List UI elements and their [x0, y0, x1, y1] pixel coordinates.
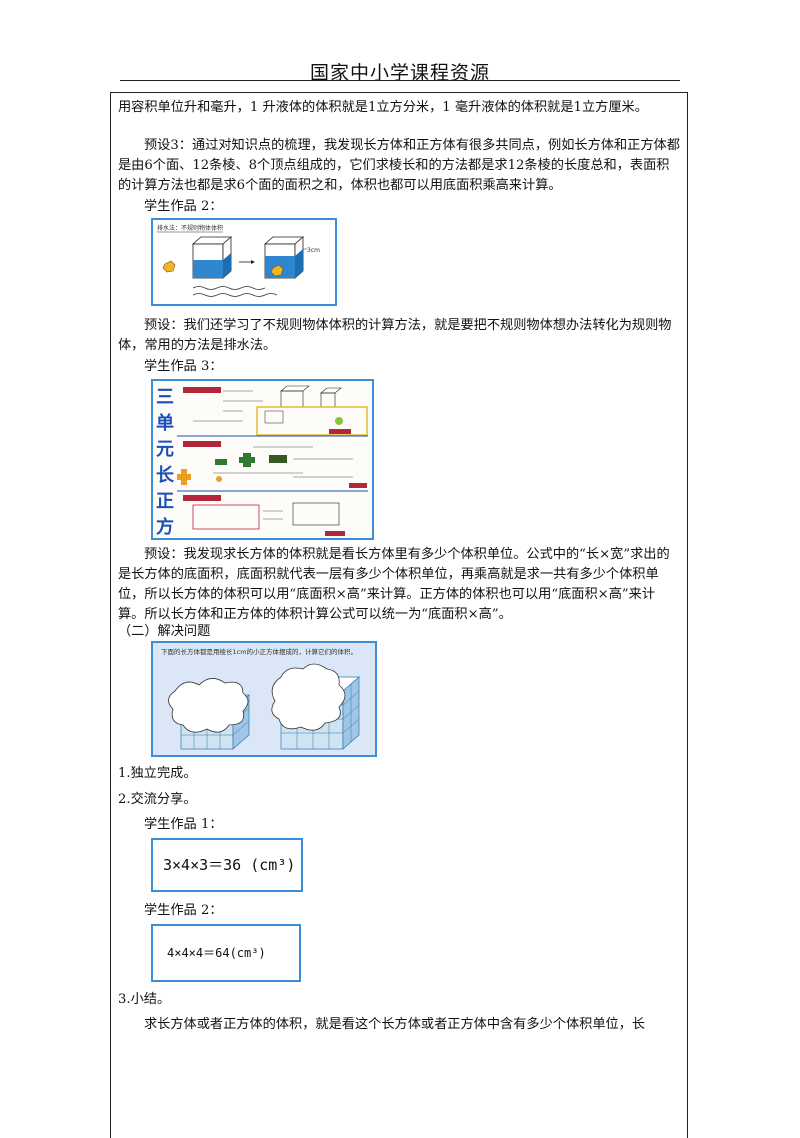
height-note: 3cm [307, 247, 320, 254]
paragraph-volume-units: 用容积单位升和毫升，1 升液体的体积就是1立方分米，1 毫升液体的体积就是1立方… [118, 100, 648, 115]
problem-text: 下面的长方体都是用棱长1cm的小正方体摆成的，计算它们的体积。 [161, 648, 358, 656]
figure-displacement: 排水法：不规则物体体积 3cm [151, 218, 337, 306]
work2-formula: 4×4×4＝64(cm³) [167, 946, 266, 960]
svg-text:元: 元 [156, 439, 174, 460]
step-summary: 3.小结。 [118, 992, 171, 1007]
svg-text:三: 三 [156, 387, 174, 408]
displacement-drawing: 排水法：不规则物体体积 3cm [157, 224, 320, 297]
step-independent: 1.独立完成。 [118, 766, 197, 781]
figure-problem: 下面的长方体都是用棱长1cm的小正方体摆成的，计算它们的体积。 [151, 641, 377, 757]
svg-text:方: 方 [156, 516, 174, 538]
label-student-work-2: 学生作品 2： [144, 199, 223, 214]
page-header-title: 国家中小学课程资源 [309, 62, 490, 84]
work1-formula: 3×4×3＝36 (cm³) [163, 856, 296, 874]
label-student-work-1b: 学生作品 1： [144, 817, 223, 832]
mindmap-drawing: 三 单 元 长 正 方 [153, 381, 372, 538]
svg-text:正: 正 [156, 491, 174, 512]
step-share: 2.交流分享。 [118, 792, 197, 807]
paragraph-summary: 求长方体或者正方体的体积，就是看这个长方体或者正方体中含有多少个体积单位，长 [144, 1017, 646, 1032]
figure-mindmap: 三 单 元 长 正 方 [151, 379, 374, 540]
work1-box: 3×4×3＝36 (cm³) [151, 838, 303, 892]
figure-caption: 排水法：不规则物体体积 [157, 224, 223, 232]
svg-text:长: 长 [156, 465, 175, 486]
header-rule [120, 80, 680, 81]
section-solve-problems: （二）解决问题 [118, 624, 211, 639]
table-frame [110, 92, 688, 1138]
problem-drawing [168, 663, 360, 750]
paragraph-volume-formula: 预设：我发现求长方体的体积就是看长方体里有多少个体积单位。公式中的“长×宽”求出… [118, 547, 670, 622]
svg-text:单: 单 [156, 412, 174, 434]
paragraph-irregular-volume: 预设：我们还学习了不规则物体体积的计算方法，就是要把不规则物体想办法转化为规则物… [118, 318, 672, 353]
label-student-work-3: 学生作品 3： [144, 359, 223, 374]
label-student-work-2b: 学生作品 2： [144, 903, 223, 918]
paragraph-preset3: 预设3：通过对知识点的梳理，我发现长方体和正方体有很多共同点，例如长方体和正方体… [118, 138, 680, 193]
work2-box: 4×4×4＝64(cm³) [151, 924, 301, 982]
